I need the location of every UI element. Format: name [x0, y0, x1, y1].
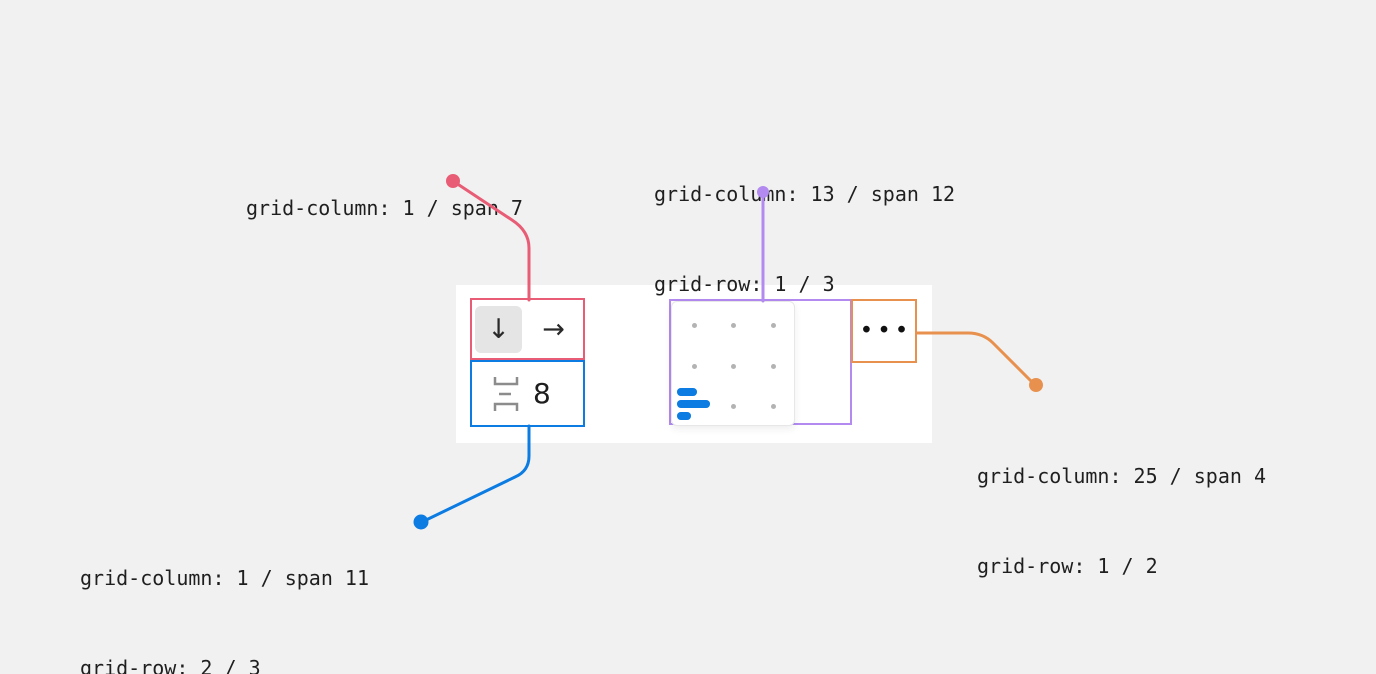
alignment-popover[interactable] [671, 301, 795, 426]
annotation-orange: grid-column: 25 / span 4 grid-row: 1 / 2 [977, 401, 1266, 641]
annotation-blue-line2: grid-row: 2 / 3 [80, 656, 261, 674]
alignment-dot-middle-left[interactable] [691, 363, 697, 369]
aligned-item-bar-1 [677, 388, 697, 396]
annotation-red: grid-column: 1 / span 7 [246, 133, 523, 283]
leader-dot-blue [413, 514, 429, 530]
leader-dot-orange [1029, 378, 1043, 392]
gap-input[interactable]: 8 [470, 360, 585, 427]
annotation-orange-line2: grid-row: 1 / 2 [977, 554, 1158, 578]
direction-down-button[interactable]: ↓ [475, 305, 522, 353]
alignment-dot-bottom-center[interactable] [730, 403, 736, 409]
more-options-button[interactable]: ••• [851, 299, 917, 363]
alignment-dot-top-left[interactable] [691, 322, 697, 328]
annotation-purple-line1: grid-column: 13 / span 12 [654, 182, 956, 206]
annotation-red-line1: grid-column: 1 / span 7 [246, 196, 523, 220]
arrow-down-icon: ↓ [487, 313, 510, 345]
alignment-dot-bottom-right[interactable] [770, 403, 776, 409]
direction-control-group: ↓ → [470, 298, 585, 360]
vertical-gap-icon [493, 375, 519, 413]
alignment-dot-top-center[interactable] [730, 322, 736, 328]
gap-value: 8 [533, 377, 551, 410]
aligned-item-bar-3 [677, 412, 691, 420]
arrow-right-icon: → [542, 313, 565, 345]
aligned-item-bar-2 [677, 400, 710, 408]
annotation-blue-line1: grid-column: 1 / span 11 [80, 566, 369, 590]
direction-right-button[interactable]: → [530, 306, 577, 353]
more-options-icon: ••• [859, 317, 913, 344]
annotation-orange-line1: grid-column: 25 / span 4 [977, 464, 1266, 488]
annotation-blue: grid-column: 1 / span 11 grid-row: 2 / 3 [80, 503, 369, 674]
alignment-dot-middle-center[interactable] [730, 363, 736, 369]
annotation-purple-line2: grid-row: 1 / 3 [654, 272, 835, 296]
alignment-dot-top-right[interactable] [770, 322, 776, 328]
annotation-purple: grid-column: 13 / span 12 grid-row: 1 / … [654, 119, 955, 359]
alignment-dot-middle-right[interactable] [770, 363, 776, 369]
